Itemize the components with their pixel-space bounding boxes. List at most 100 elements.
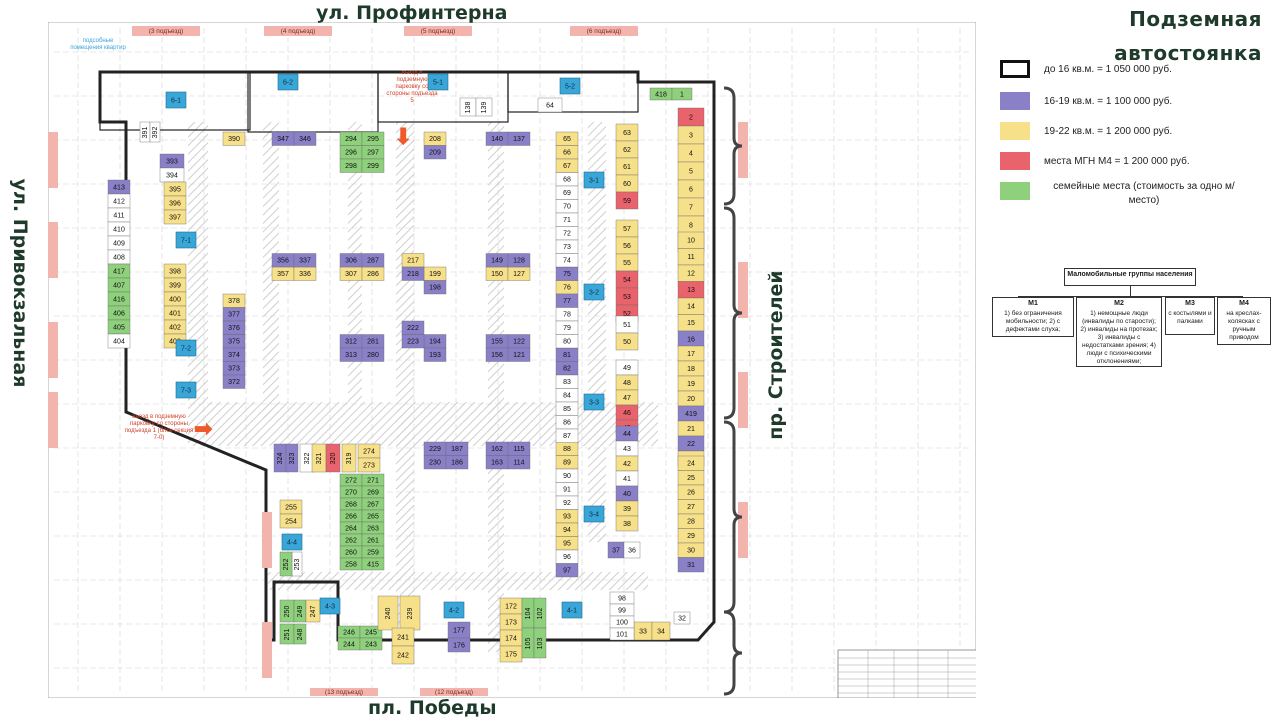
stair-core-label: 3-1 [589,177,599,184]
parking-spot-label: 57 [623,226,631,233]
parking-spot-label: 416 [113,296,125,303]
parking-spot-label: 90 [563,473,571,480]
parking-spot-label: 307 [345,271,357,278]
stair-core-label: 6-1 [171,97,181,104]
parking-spot-label: 87 [563,433,571,440]
parking-spot-label: 127 [513,271,525,278]
parking-spot-label: 75 [563,271,571,278]
parking-spot-label: 346 [299,136,311,143]
parking-spot-label: 56 [623,243,631,250]
parking-spot-label: 26 [687,490,695,497]
stair-core-label: 4-3 [325,603,335,610]
parking-spot [361,253,385,268]
parking-spot-label: 263 [367,525,379,532]
parking-spot-label: 186 [451,460,463,467]
parking-spot-label: 250 [284,606,291,618]
parking-spot-label: 270 [345,489,357,496]
parking-spot [357,457,381,473]
parking-spot-label: 319 [346,453,353,465]
parking-spot [391,645,415,665]
parking-spot [507,253,531,268]
stair-core [175,339,197,357]
parking-spot-label: 230 [429,460,441,467]
parking-spot-label: 137 [513,136,525,143]
parking-spot-label: 287 [367,258,379,265]
parking-spot-label: 320 [330,453,337,465]
parking-spot-label: 156 [491,352,503,359]
entrance-tag [310,688,378,696]
stair-core-label: 3-4 [589,511,599,518]
parking-spot-label: 396 [169,200,181,207]
stair-core [583,505,605,523]
parking-spot-label: 397 [169,214,181,221]
parking-spot [325,443,341,473]
parking-spot [401,334,425,349]
parking-spot-label: 323 [289,453,296,465]
parking-spot-label: 105 [525,638,532,650]
parking-spot-label: 150 [491,271,503,278]
parking-spot-label: 33 [639,628,647,635]
m4-text: на креслах-колясках с ручным приводом [1226,310,1262,341]
parking-spot-label: 94 [563,527,571,534]
parking-spot-label: 251 [284,629,291,641]
mobility-group-m4: М4 на креслах-колясках с ручным приводом [1217,297,1271,345]
parking-spot [423,280,447,295]
parking-spot-label: 376 [228,325,240,332]
parking-spot [423,145,447,160]
parking-spot-label: 294 [345,136,357,143]
stair-core-label: 3-3 [589,399,599,406]
stair-core [443,601,465,619]
stair-core-label: 5-2 [565,83,575,90]
side-tag [738,372,748,428]
parking-spot-label: 101 [616,631,628,638]
parking-spot-label: 83 [563,379,571,386]
parking-spot-label: 4 [689,150,693,157]
parking-spot-label: 114 [513,460,524,467]
title-line1: Подземная [1129,7,1262,31]
parking-spot-label: 103 [537,638,544,650]
legend-swatch-family [1000,182,1030,200]
parking-spot-label: 10 [687,238,695,245]
stair-core [165,91,187,109]
parking-spot-label: 399 [169,282,181,289]
stair-core [427,73,449,91]
entrance-tag-label: (13 подъезд) [325,689,363,696]
parking-spot-label: 261 [367,537,379,544]
parking-spot-label: 322 [304,453,311,465]
parking-spot-label: 272 [345,477,357,484]
parking-spot [475,97,493,117]
parking-spot-label: 92 [563,500,571,507]
parking-spot [673,611,691,625]
parking-spot-label: 86 [563,420,571,427]
parking-spot-label: 163 [491,460,503,467]
parking-spot-label: 395 [169,186,181,193]
parking-spot-label: 81 [563,352,571,359]
parking-spot-label: 2 [689,114,693,121]
side-tag [738,502,748,558]
parking-spot-label: 176 [453,642,465,649]
parking-spot-label: 229 [429,446,441,453]
m3-code: М3 [1185,300,1195,307]
mobility-title: Маломобильные группы населения [1067,271,1193,278]
parking-spot-label: 401 [169,310,181,317]
parking-spot-label: 11 [687,254,694,261]
parking-spot [555,428,579,443]
parking-spot-label: 253 [294,559,301,571]
entrance-tag [132,26,200,36]
title: Подземная автостоянка [1062,2,1262,70]
parking-spot-label: 418 [655,91,667,98]
parking-spot [671,87,693,101]
parking-spot-label: 419 [685,411,697,418]
section-brace [723,610,743,696]
parking-spot-label: 248 [297,629,304,641]
parking-spot-label: 49 [623,365,631,372]
entry-top-arrow: ⬇ [394,124,413,149]
parking-spot-label: 258 [345,561,357,568]
parking-spot-label: 217 [407,258,419,265]
parking-spot-label: 271 [367,477,379,484]
parking-spot-label: 122 [513,339,525,346]
parking-spot-label: 73 [563,244,571,251]
parking-spot-label: 115 [513,446,524,453]
entry-top-sign: въезд в подземную парковку со стороны по… [386,70,438,104]
parking-spot-label: 321 [316,453,323,465]
